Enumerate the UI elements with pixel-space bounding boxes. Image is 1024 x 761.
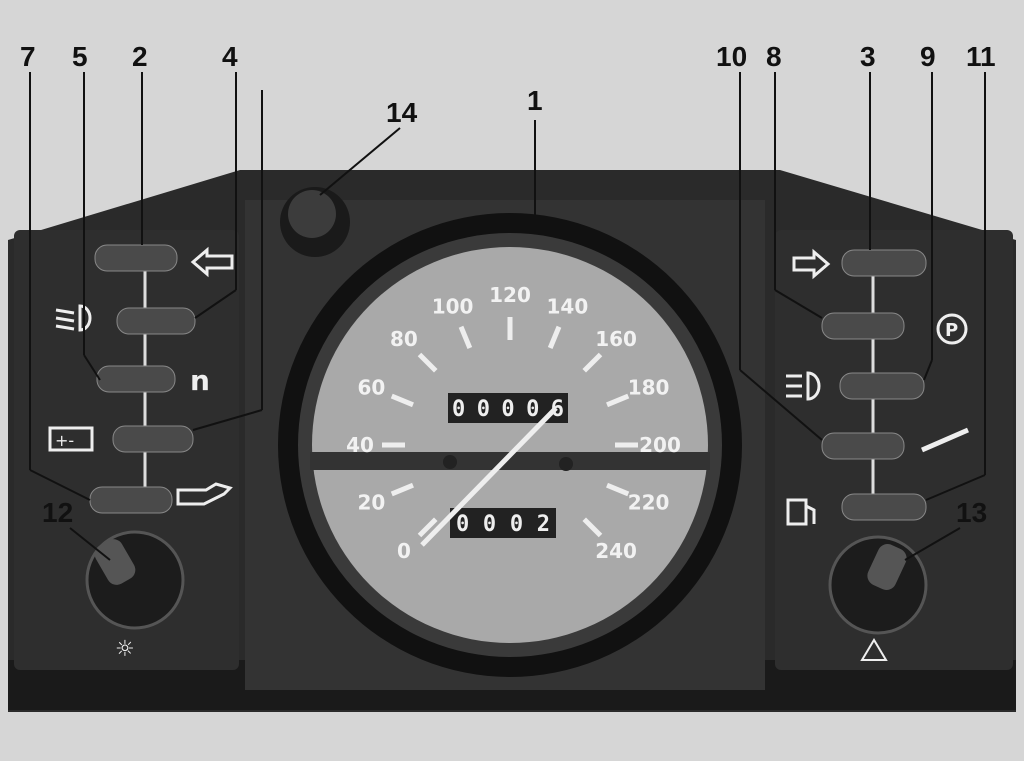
speed-scale-label: 140 (547, 294, 589, 318)
speed-scale-label: 0 (397, 539, 411, 563)
high-beam-icon (786, 371, 821, 401)
right-warning-lamps: P (786, 248, 969, 526)
speed-tick (606, 482, 630, 497)
lamp-fuel (841, 493, 927, 521)
speed-scale-label: 20 (357, 490, 385, 514)
callout-9: 9 (920, 41, 936, 72)
hazard-switch[interactable] (864, 541, 910, 594)
speed-scale-label: 220 (628, 490, 670, 514)
callout-14: 14 (386, 97, 418, 128)
parking-p-label: P (945, 320, 958, 341)
n-icon: n (190, 364, 210, 397)
lamp-high-beam (839, 372, 925, 400)
trip-reset-knob[interactable] (288, 190, 336, 238)
callout-10: 10 (716, 41, 747, 72)
lamp-n (96, 365, 176, 393)
reset-screw (443, 455, 457, 469)
fuel-pump-icon (786, 498, 816, 526)
lamp-choke (821, 432, 905, 460)
lamp-low-beam (116, 307, 196, 335)
trip-meter (450, 508, 556, 538)
speed-scale-label: 80 (390, 327, 418, 351)
lamp-oil (89, 486, 173, 514)
callout-4: 4 (222, 41, 238, 72)
speed-scale-label: 180 (628, 376, 670, 400)
speed-scale-label: 200 (639, 433, 681, 457)
svg-text:+-: +- (55, 431, 74, 450)
speed-scale-label: 160 (595, 327, 637, 351)
callout-7: 7 (20, 41, 36, 72)
turn-right-arrow-icon (792, 248, 831, 280)
light-switch[interactable] (91, 535, 139, 588)
parking-p-icon (936, 313, 968, 345)
turn-left-arrow-icon (190, 246, 234, 278)
speed-needle (420, 406, 558, 547)
callout-12: 12 (42, 497, 73, 528)
callout-2: 2 (132, 41, 148, 72)
callout-1: 1 (527, 85, 543, 116)
speed-tick (417, 517, 438, 538)
speed-scale-label: 120 (489, 283, 531, 307)
callout-8: 8 (766, 41, 782, 72)
speed-tick (458, 325, 473, 349)
speed-scale-label: 60 (357, 376, 385, 400)
choke-icon (921, 427, 969, 453)
speed-tick (390, 482, 414, 497)
speed-tick (582, 352, 603, 373)
speed-scale-label: 40 (346, 433, 374, 457)
speed-tick (606, 393, 630, 408)
speed-scale-label: 100 (432, 294, 474, 318)
speed-tick (547, 325, 562, 349)
lamp-battery (112, 425, 194, 453)
lamp-turn-right (841, 249, 927, 277)
lamp-turn-left (94, 244, 178, 272)
callout-5: 5 (72, 41, 88, 72)
left-warning-lamps: n +- (48, 244, 234, 514)
callout-11: 11 (966, 41, 996, 72)
battery-icon: +- (48, 426, 94, 452)
callout-3: 3 (860, 41, 876, 72)
lamp-parking (821, 312, 905, 340)
sun-icon: ☼ (115, 637, 135, 662)
speed-tick (390, 393, 414, 408)
callout-13: 13 (956, 497, 987, 528)
hazard-triangle-icon (860, 638, 888, 661)
oil-can-icon (176, 482, 233, 506)
speed-tick (417, 352, 438, 373)
reset-screw (559, 457, 573, 471)
speed-scale-label: 240 (595, 539, 637, 563)
speed-tick (582, 517, 603, 538)
